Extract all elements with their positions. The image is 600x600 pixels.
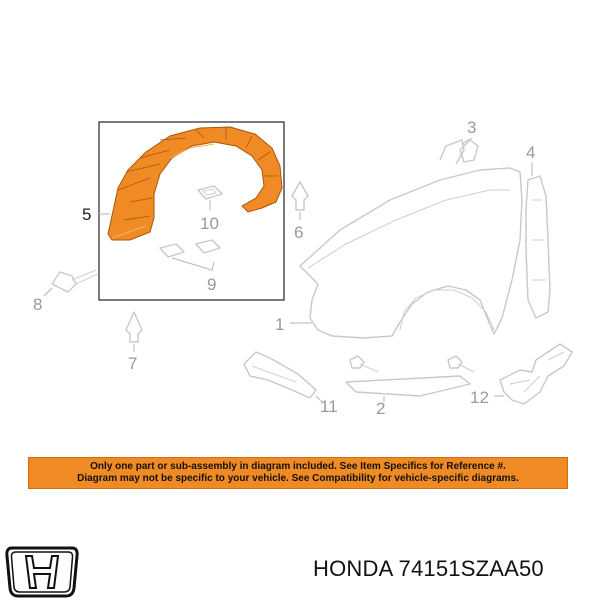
callout-11: 11 <box>320 397 338 416</box>
splash-guard-part-11 <box>243 351 323 403</box>
callout-4: 4 <box>526 143 535 162</box>
push-clip-part-6 <box>291 181 309 220</box>
highlight-box <box>98 121 285 301</box>
callout-10: 10 <box>200 214 219 233</box>
push-clip-part-7 <box>125 311 143 352</box>
notice-line-2: Diagram may not be specific to your vehi… <box>77 473 519 484</box>
callout-12: 12 <box>470 388 489 407</box>
screw-part-8 <box>43 269 99 297</box>
callout-8: 8 <box>33 295 42 314</box>
front-fender-part-1 <box>290 137 523 339</box>
clip-part-10 <box>197 185 223 210</box>
callout-3: 3 <box>467 118 476 137</box>
fender-bracket-part-4 <box>525 162 551 319</box>
callout-2: 2 <box>376 399 385 418</box>
callout-1: 1 <box>275 315 284 334</box>
small-bracket-part-3 <box>459 139 479 163</box>
bracket-part-12 <box>494 343 573 405</box>
notice-line-1: Only one part or sub-assembly in diagram… <box>90 461 506 472</box>
callout-6: 6 <box>294 223 303 242</box>
callout-7: 7 <box>128 354 137 373</box>
honda-logo <box>5 546 79 598</box>
callout-5: 5 <box>82 205 91 224</box>
molding-part-2 <box>345 355 475 402</box>
callout-9: 9 <box>207 275 216 294</box>
notice-banner: Only one part or sub-assembly in diagram… <box>28 457 568 489</box>
fender-liner-part-5 <box>107 126 283 241</box>
clip-part-9 <box>159 239 221 271</box>
brand-part-number: HONDA 74151SZAA50 <box>313 556 544 581</box>
